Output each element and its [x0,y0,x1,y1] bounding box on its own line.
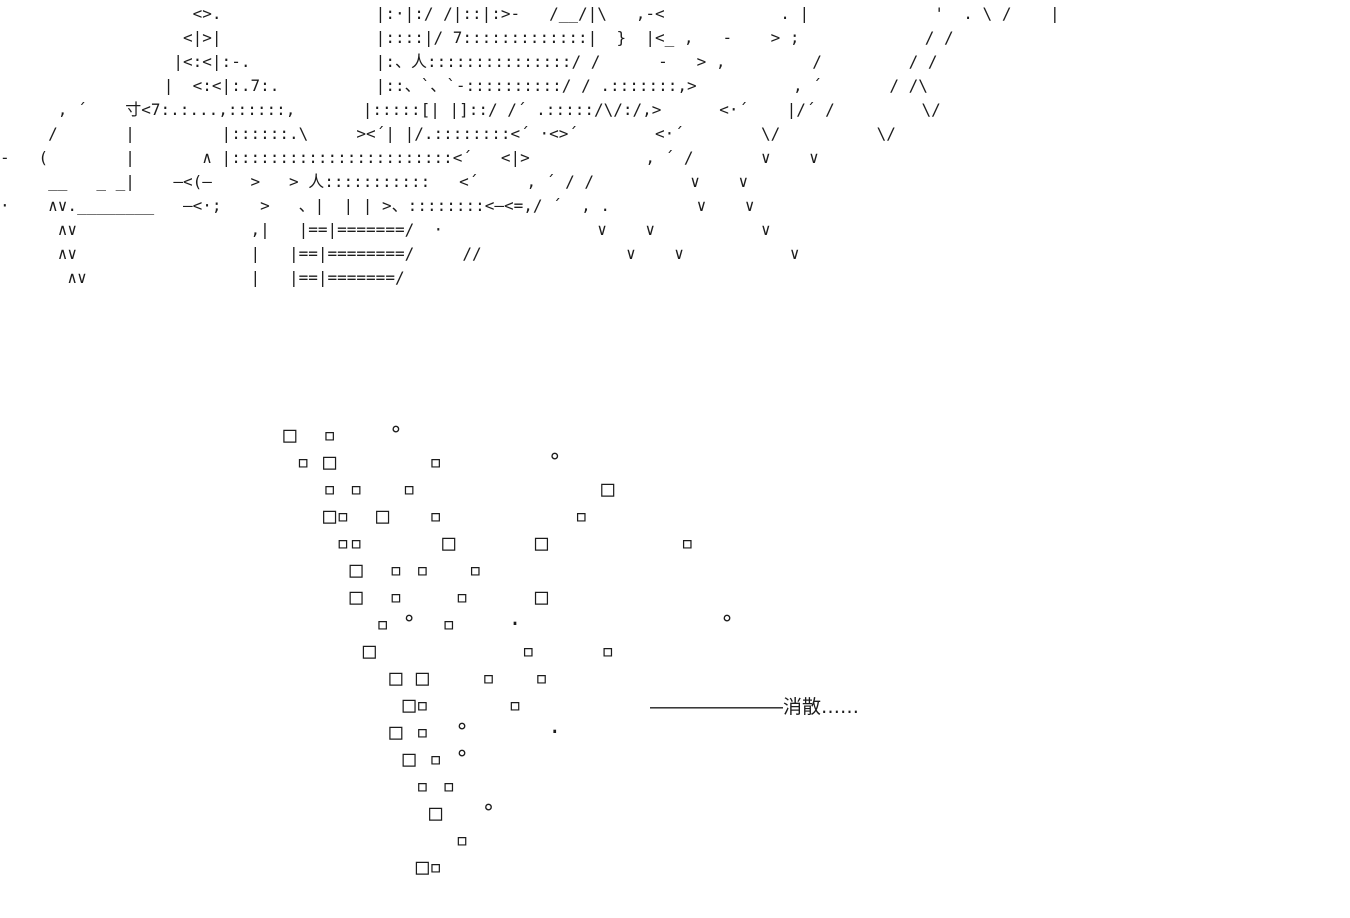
ascii-art-scene: <>. |:·|:/ /|::|:>- /__/|\ ,-< . | ' . \… [0,4,1060,287]
caption-dissipate: ―――――――消散…… [650,696,860,718]
ascii-art-scatter-squares: □ ▫ ° ▫ □ ▫ ° ▫ ▫ ▫ □ □▫ □ ▫ ▫ ▫▫ □ □ ▫ … [283,423,734,880]
